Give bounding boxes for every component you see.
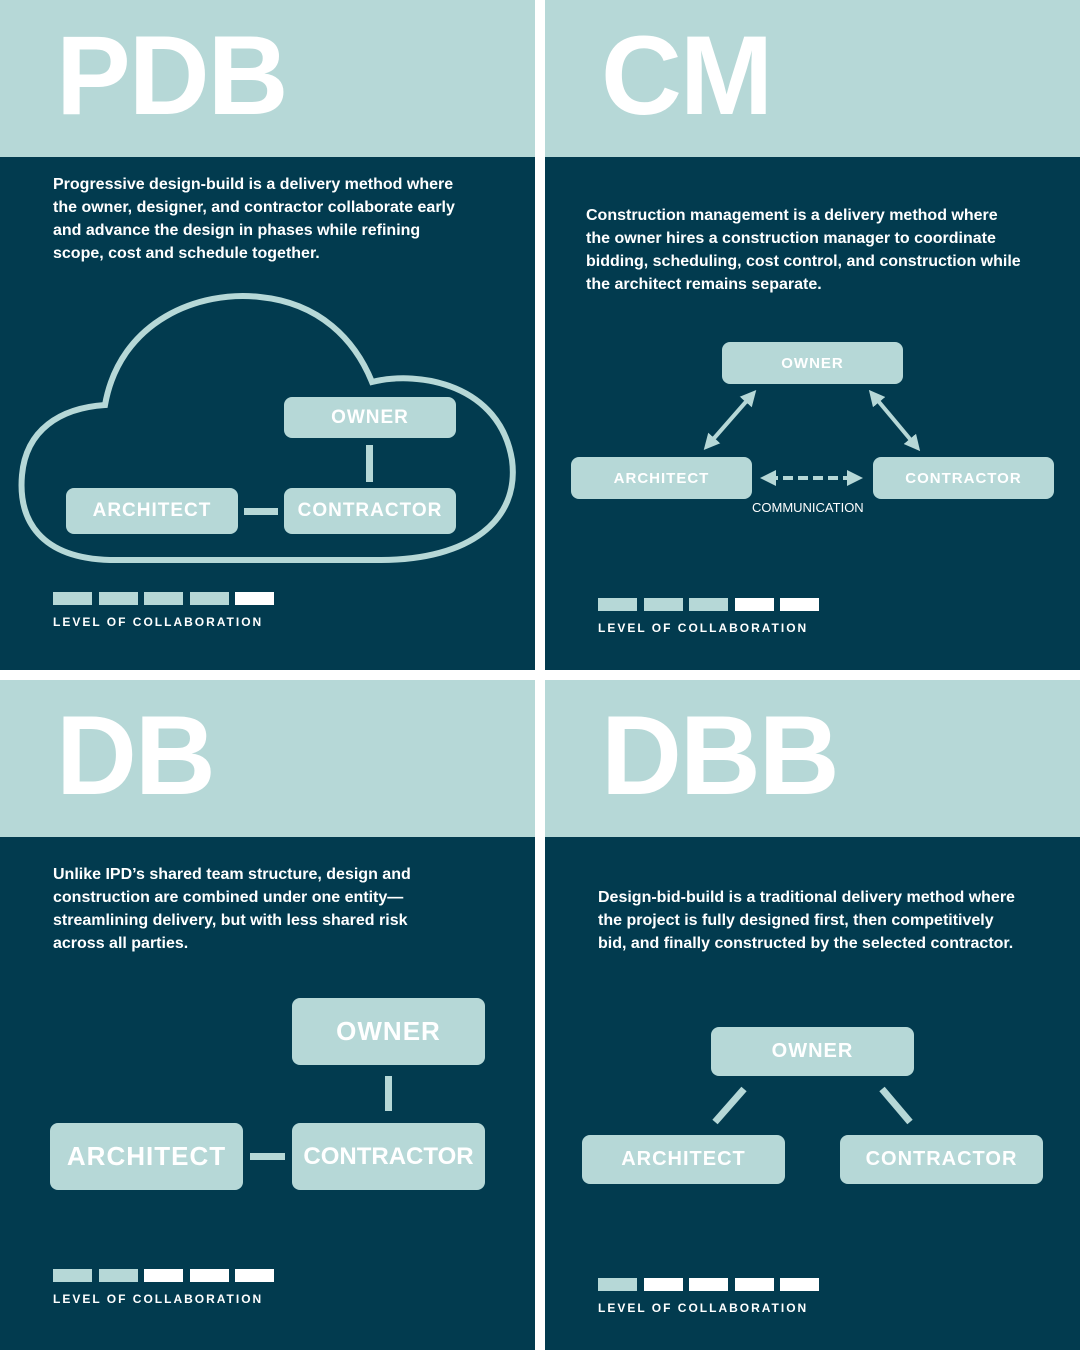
panel-description: Unlike IPD’s shared team structure, desi… bbox=[53, 866, 411, 952]
meter-segment-filled bbox=[98, 1269, 138, 1282]
panel-description: Design-bid-build is a traditional delive… bbox=[598, 889, 1015, 952]
owner-box: OWNER bbox=[722, 342, 903, 384]
panel-db: DB Unlike IPD’s shared team structure, d… bbox=[0, 680, 535, 1350]
contractor-box: CONTRACTOR bbox=[284, 488, 456, 534]
meter-segment-filled bbox=[144, 592, 183, 605]
owner-contractor-arrow bbox=[868, 389, 921, 452]
contractor-box: CONTRACTOR bbox=[840, 1135, 1043, 1184]
panel-pdb: PDB Progressive design-build is a delive… bbox=[0, 0, 535, 670]
connector-line bbox=[244, 508, 278, 515]
owner-box: OWNER bbox=[292, 998, 485, 1065]
contractor-box: CONTRACTOR bbox=[873, 457, 1054, 499]
meter-segment-empty bbox=[235, 1269, 274, 1282]
owner-architect-arrow bbox=[703, 389, 757, 451]
contractor-box: CONTRACTOR bbox=[292, 1123, 485, 1190]
communication-label: COMMUNICATION bbox=[752, 500, 864, 515]
meter-segment-empty bbox=[780, 598, 819, 611]
architect-box: ARCHITECT bbox=[571, 457, 752, 499]
connector-line bbox=[366, 445, 373, 482]
level-label: LEVEL OF COLLABORATION bbox=[53, 615, 264, 629]
panel-description: Construction management is a delivery me… bbox=[586, 207, 1021, 293]
meter-segment-empty bbox=[780, 1278, 819, 1291]
header-band bbox=[545, 680, 1080, 837]
meter-segment-empty bbox=[689, 1278, 728, 1291]
panel-title: PDB bbox=[56, 13, 288, 138]
panel-title: DBB bbox=[601, 693, 840, 818]
meter-segment-filled bbox=[598, 598, 637, 611]
level-label: LEVEL OF COLLABORATION bbox=[53, 1292, 264, 1306]
meter-segment-empty bbox=[189, 1269, 229, 1282]
architect-box: ARCHITECT bbox=[66, 488, 238, 534]
owner-box: OWNER bbox=[711, 1027, 914, 1076]
meter-segment-filled bbox=[98, 592, 138, 605]
header-band bbox=[0, 0, 535, 157]
cloud-outline bbox=[18, 293, 516, 563]
panel-cm: CM Construction management is a delivery… bbox=[545, 0, 1080, 670]
panel-dbb: DBB Design-bid-build is a traditional de… bbox=[545, 680, 1080, 1350]
meter-segment-filled bbox=[53, 1269, 92, 1282]
meter-segment-empty bbox=[734, 1278, 774, 1291]
header-band bbox=[545, 0, 1080, 157]
architect-box: ARCHITECT bbox=[582, 1135, 785, 1184]
panel-title: DB bbox=[56, 693, 216, 818]
meter-segment-filled bbox=[189, 592, 229, 605]
meter-segment-empty bbox=[643, 1278, 683, 1291]
meter-segment-filled bbox=[643, 598, 683, 611]
level-label: LEVEL OF COLLABORATION bbox=[598, 1301, 809, 1315]
owner-box: OWNER bbox=[284, 397, 456, 438]
connector-lines bbox=[712, 1086, 913, 1125]
relationship-arrows bbox=[703, 389, 921, 486]
panel-title: CM bbox=[601, 13, 773, 138]
meter-segment-filled bbox=[53, 592, 92, 605]
meter-segment-empty bbox=[144, 1269, 183, 1282]
header-band bbox=[0, 680, 535, 837]
connector-line bbox=[385, 1076, 392, 1111]
meter-segment-empty bbox=[734, 598, 774, 611]
meter-segment-filled bbox=[598, 1278, 637, 1291]
connector-line bbox=[250, 1153, 285, 1160]
level-label: LEVEL OF COLLABORATION bbox=[598, 621, 809, 635]
architect-box: ARCHITECT bbox=[50, 1123, 243, 1190]
meter-segment-filled bbox=[689, 598, 728, 611]
meter-segment-empty bbox=[235, 592, 274, 605]
panel-description: Progressive design-build is a delivery m… bbox=[53, 176, 455, 262]
